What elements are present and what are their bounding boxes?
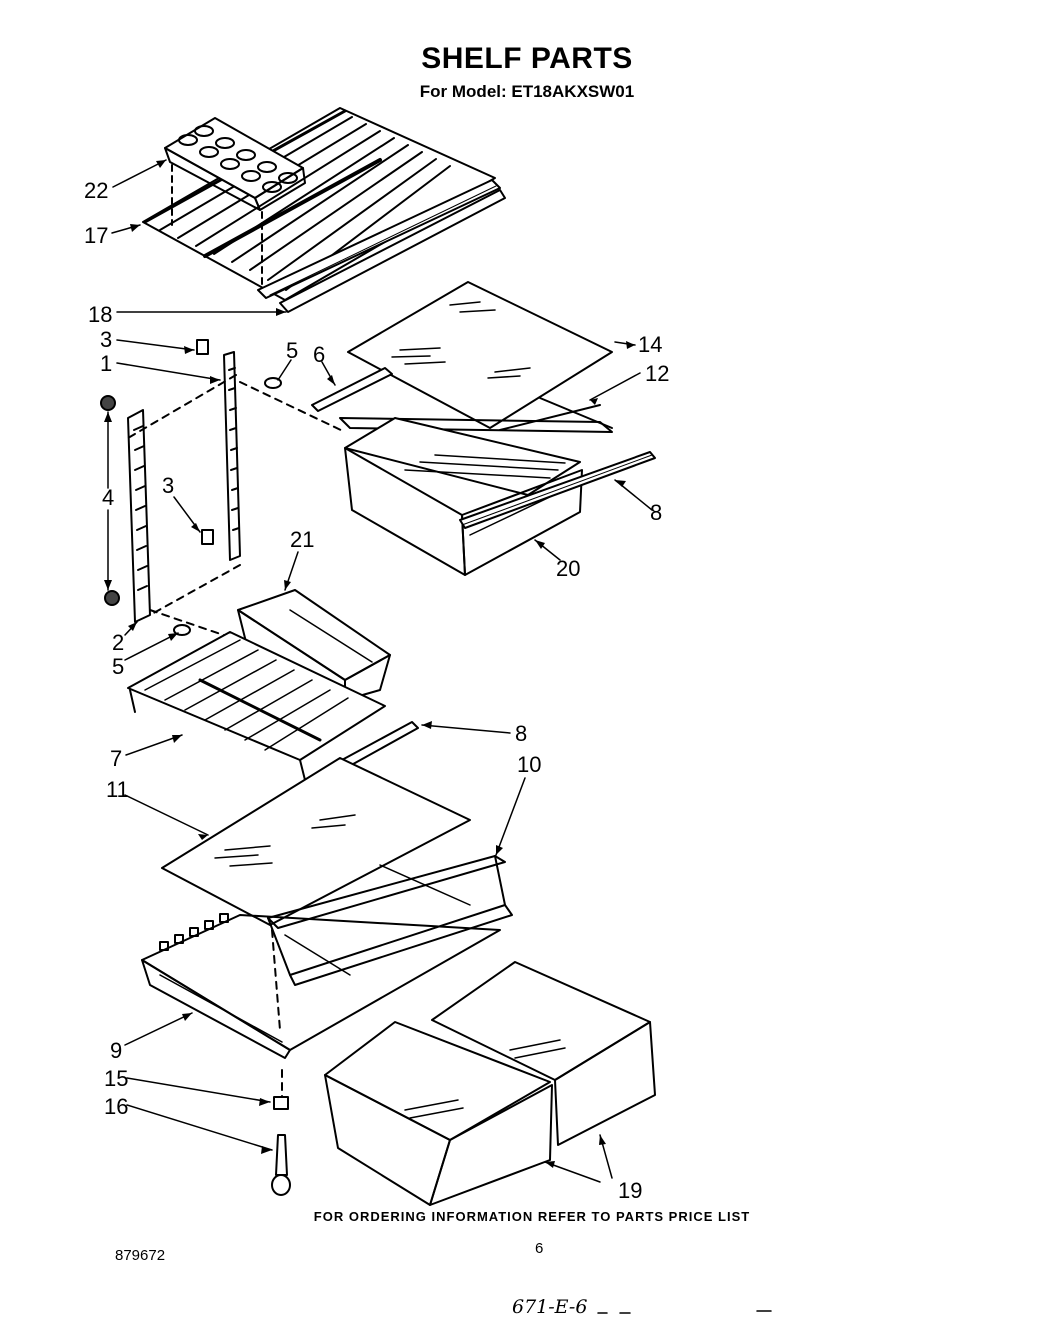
callout-19: 19	[618, 1178, 642, 1203]
leveling-leg-16	[271, 1134, 291, 1196]
model-subtitle: For Model: ET18AKXSW01	[419, 82, 635, 101]
callout-labels: 22 17 18 3 1 5 6 14 12 4 3 8 21 20 2 5 7…	[84, 178, 669, 1203]
callout-8b: 8	[515, 721, 527, 746]
callout-8: 8	[650, 500, 662, 525]
callout-10: 10	[517, 752, 541, 777]
callout-11: 11	[106, 777, 129, 802]
glass-shelf-11	[161, 757, 471, 926]
callout-2: 2	[112, 630, 124, 655]
page-number: 6	[535, 1240, 544, 1257]
crisper-pan-20	[344, 417, 583, 576]
callout-3: 3	[100, 327, 112, 352]
callout-22: 22	[84, 178, 108, 203]
callout-9: 9	[110, 1038, 122, 1063]
ordering-info-note: FOR ORDERING INFORMATION REFER TO PARTS …	[313, 1209, 751, 1224]
callout-12: 12	[645, 361, 669, 386]
callout-5: 5	[286, 338, 298, 363]
crisper-frame-10	[267, 855, 513, 986]
callout-7: 7	[110, 746, 122, 771]
scan-marks	[597, 1310, 772, 1314]
crisper-drawer-right	[431, 961, 656, 1146]
callout-17: 17	[84, 223, 108, 248]
callout-20: 20	[556, 556, 580, 581]
callout-4: 4	[102, 485, 114, 510]
callout-5b: 5	[112, 654, 124, 679]
crisper-cover-9	[141, 913, 501, 1059]
egg-tray	[164, 117, 306, 286]
handwritten-note: 671-E-6	[512, 1296, 588, 1318]
roller-15	[273, 1096, 289, 1110]
crisper-drawer-left	[324, 1021, 553, 1206]
callout-21: 21	[290, 527, 314, 552]
leader-arrowheads	[104, 160, 635, 1168]
shelf-ladder-2	[127, 409, 151, 623]
shelf-ladder-1	[223, 351, 241, 561]
callout-3b: 3	[162, 473, 174, 498]
callout-1: 1	[100, 351, 112, 376]
page-title: SHELF PARTS	[421, 42, 633, 75]
document-number: 879672	[115, 1247, 166, 1264]
crisper-cover-rail-8	[459, 451, 656, 529]
wire-shelf-7	[127, 631, 386, 781]
callout-15: 15	[104, 1066, 128, 1091]
callout-6: 6	[313, 342, 325, 367]
callout-18: 18	[88, 302, 112, 327]
shelf-frame-12	[311, 367, 613, 433]
callout-16: 16	[104, 1094, 128, 1119]
shelf-rail-18	[257, 179, 506, 313]
clips	[100, 339, 282, 636]
callout-14: 14	[638, 332, 662, 357]
dashed-guides-lower	[271, 929, 283, 1101]
glass-shelf-14	[347, 281, 613, 429]
